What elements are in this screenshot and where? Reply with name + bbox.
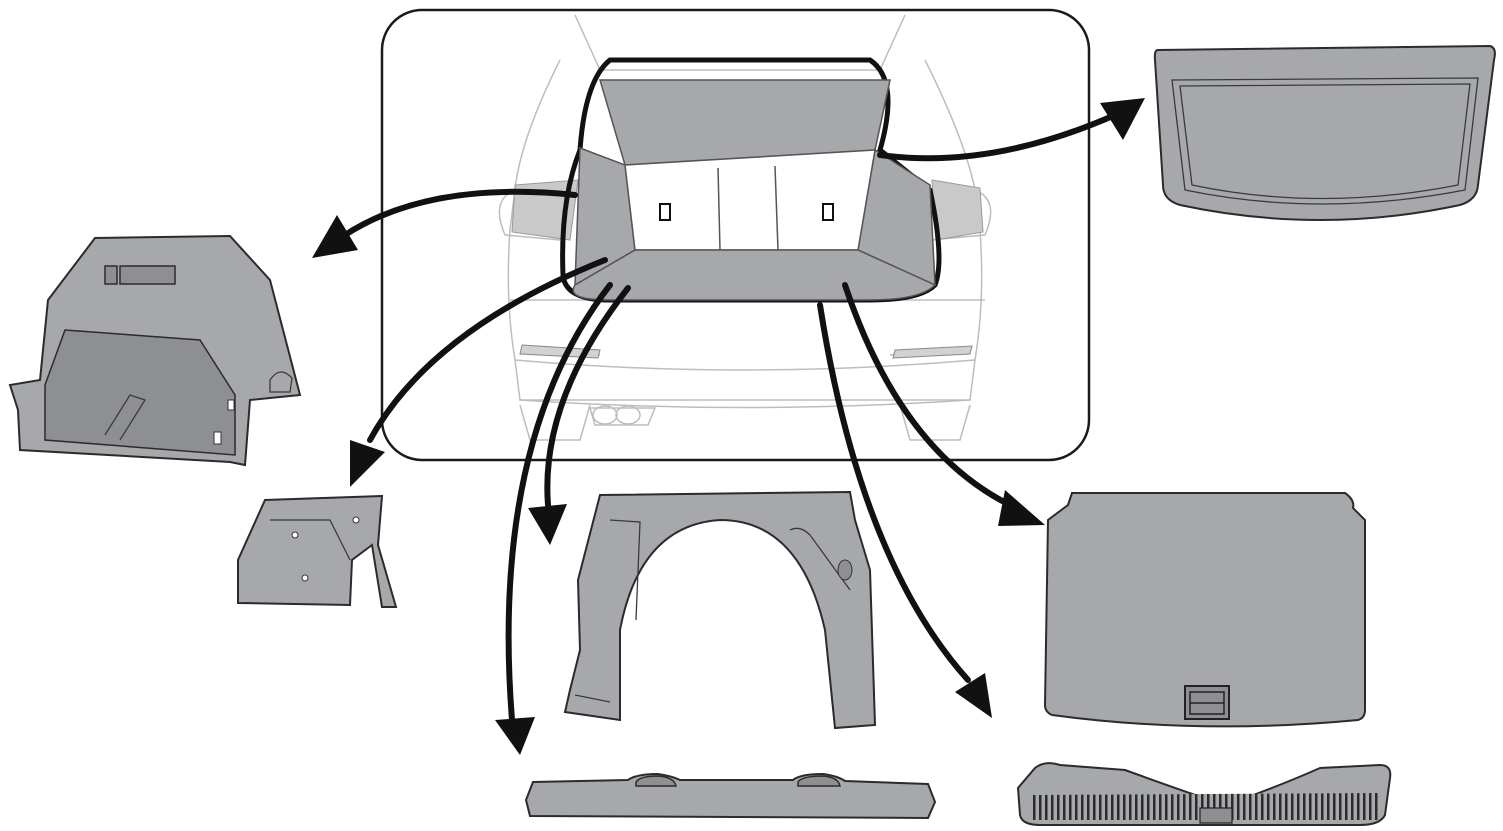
rear-bumper-scuff-plate xyxy=(1018,763,1390,825)
arrow-head-sill-cover xyxy=(495,717,535,755)
arrow-head-side-trim xyxy=(312,215,358,258)
rear-sill-cover xyxy=(526,774,935,818)
spare-wheel-well-liner xyxy=(565,492,875,728)
left-wheel-arch-trim xyxy=(238,496,396,607)
arrow-head-scuff-plate xyxy=(955,673,992,718)
left-side-trim-panel xyxy=(10,236,300,465)
parcel-shelf xyxy=(1155,46,1495,220)
arrow-to-parcel-shelf xyxy=(880,115,1115,158)
arrow-head-wheel-arch-trim xyxy=(350,440,385,487)
arrow-head-wheel-liner xyxy=(528,504,567,545)
arrow-to-floor-panel xyxy=(845,285,1010,505)
cargo-area xyxy=(563,60,939,300)
floor-carpet-panel xyxy=(1045,493,1365,726)
arrow-head-floor-panel xyxy=(998,490,1045,526)
